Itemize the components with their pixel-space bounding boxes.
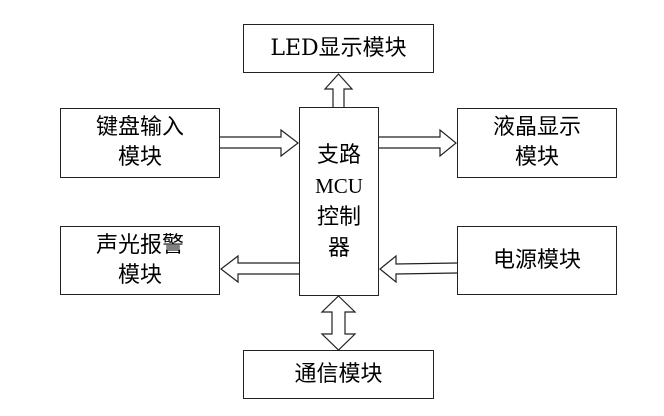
lcd-display-module: 液晶显示 模块 bbox=[457, 108, 617, 178]
arrow-mcu-to-lcd bbox=[379, 128, 457, 158]
lcd-display-module-label-line2: 模块 bbox=[514, 145, 559, 170]
keyboard-input-module-label-line1: 键盘输入 bbox=[95, 115, 184, 140]
arrow-mcu-comm-bidirectional bbox=[320, 295, 357, 351]
lcd-display-module-label-line1: 液晶显示 bbox=[492, 115, 581, 140]
keyboard-input-module-label-line2: 模块 bbox=[117, 145, 162, 170]
alarm-module-label-line2: 模块 bbox=[117, 262, 162, 288]
mcu-label-line3: 控制 bbox=[316, 204, 361, 230]
mcu-label-line1: 支路 bbox=[316, 142, 361, 168]
power-module: 电源模块 bbox=[457, 226, 617, 295]
arrow-mcu-to-alarm bbox=[220, 254, 299, 284]
sound-light-alarm-module: 声光报警 模块 bbox=[60, 226, 220, 295]
led-display-module-label: LED显示模块 bbox=[270, 35, 407, 61]
power-module-label: 电源模块 bbox=[492, 247, 581, 273]
communication-module-label: 通信模块 bbox=[294, 361, 383, 387]
arrow-mcu-to-led bbox=[323, 73, 354, 107]
alarm-module-label-line1: 声光报警 bbox=[95, 232, 184, 258]
mcu-controller: 支路 MCU 控制 器 bbox=[299, 107, 379, 296]
mcu-label-line4: 器 bbox=[327, 235, 350, 261]
led-display-module: LED显示模块 bbox=[243, 24, 434, 73]
mcu-label-line2: MCU bbox=[315, 173, 363, 198]
communication-module: 通信模块 bbox=[243, 350, 434, 399]
keyboard-input-module: 键盘输入 模块 bbox=[60, 108, 220, 178]
arrow-keyboard-to-mcu bbox=[220, 128, 299, 158]
arrow-power-to-mcu bbox=[379, 254, 458, 284]
